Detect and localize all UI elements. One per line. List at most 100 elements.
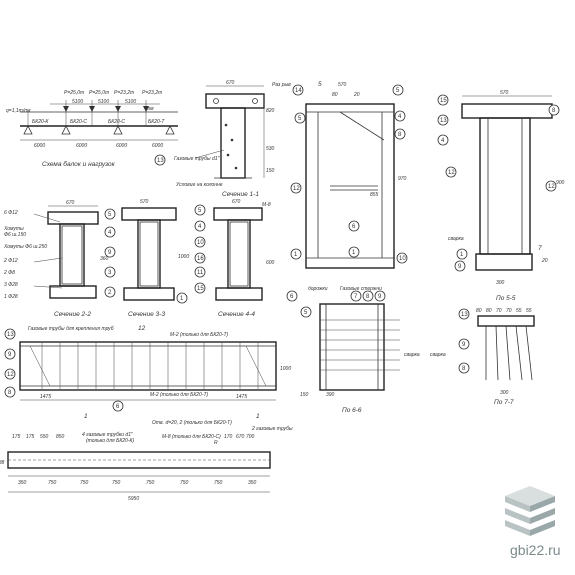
s66-note: сварка: [404, 352, 420, 358]
svg-text:8: 8: [366, 294, 370, 300]
load-p3: P=23,2т: [114, 90, 134, 96]
s55-width: 570: [500, 90, 509, 96]
logo-icon: [505, 486, 555, 536]
bb-r1: 170: [224, 434, 233, 440]
load-p1: P=25,0т: [64, 90, 84, 96]
s77-w: 300: [500, 390, 509, 396]
svg-text:9: 9: [458, 264, 462, 270]
beam-label-1: БК20-К: [32, 119, 49, 125]
load-d1: 5100: [72, 99, 83, 105]
svg-text:1: 1: [460, 252, 464, 258]
span-mid-note2: М-2 (только для БК20-Т): [150, 392, 209, 398]
bb-s6: 750: [180, 480, 189, 486]
span-w2: 1475: [236, 394, 247, 400]
sec22-l4: Хомуты Ф6 ш.250: [3, 244, 47, 250]
sec11-dim2: 530: [266, 146, 275, 152]
s55-wbot: 300: [496, 280, 505, 286]
s66-dim: 150: [300, 392, 309, 398]
section-7-7: 80 80 70 70 55 55 сварка 300 По 7-7 13 9…: [430, 308, 535, 406]
svg-text:9: 9: [8, 352, 12, 358]
sec22-l1: 6 Ф12: [4, 210, 18, 216]
bb-s1: 350: [18, 480, 27, 486]
load-scheme: P=25,0т P=25,0т P=23,2т P=23,2т q=1,1т/п…: [6, 90, 178, 168]
bb-note3: Отв. d=20, 2 (только для БК20-Т): [152, 420, 232, 426]
svg-text:1: 1: [294, 252, 298, 258]
bb-h: 288: [0, 460, 5, 466]
seg-3: 6000: [116, 143, 127, 149]
bb-s4: 750: [112, 480, 121, 486]
sec22-l6: 2 Ф8: [3, 270, 15, 276]
sv-h: 970: [398, 176, 407, 182]
bb-s3: 750: [80, 480, 89, 486]
sec33-h: 1000: [178, 254, 189, 260]
svg-text:4: 4: [198, 224, 202, 230]
sec11-note: Раз рыв: [272, 82, 291, 88]
sec22-l3: Ф6 ш.150: [4, 232, 26, 238]
svg-text:15: 15: [440, 98, 447, 104]
sec22-l7: 3 Ф28: [4, 282, 18, 288]
s55-h: 900: [556, 180, 565, 186]
bb-r: R: [214, 440, 218, 446]
svg-text:1: 1: [180, 296, 184, 302]
sv-note: дорожки: [308, 286, 328, 292]
watermark-text: gbi22.ru: [510, 542, 561, 558]
bb-note2: (только для БК20-К): [86, 438, 134, 444]
sec22-h: 360: [100, 256, 109, 262]
svg-text:8: 8: [398, 132, 402, 138]
svg-text:9: 9: [108, 250, 112, 256]
seg-4: 6000: [152, 143, 163, 149]
load-p2: P=25,0т: [89, 90, 109, 96]
bottom-beam: 175 175 550 850 4 газовые трубки d1" (то…: [0, 420, 293, 502]
sv-d2: 20: [353, 92, 360, 98]
s77-d6: 55: [526, 308, 532, 314]
load-scheme-title: Схема балок и нагрузок: [42, 160, 116, 168]
sec33-width: 570: [140, 199, 149, 205]
s77-d4: 70: [506, 308, 512, 314]
span-mid-note: М-2 (только для БК20-Т): [170, 332, 229, 338]
load-d3: 5100: [125, 99, 136, 105]
svg-text:5: 5: [198, 208, 202, 214]
sec11-dim1: 820: [266, 108, 275, 114]
beam-label-3: БК20-С: [108, 119, 125, 125]
sv-h2: 855: [370, 192, 379, 198]
sv-mark5: 5: [318, 81, 322, 88]
s55-dimc: 20: [541, 258, 548, 264]
section-3-3: 570 1000 Сечение 3-3 5 4 9 3 2 1: [104, 199, 189, 318]
s77-d3: 70: [496, 308, 502, 314]
s77-title: По 7-7: [494, 399, 514, 406]
svg-text:15: 15: [197, 286, 204, 292]
bb-note1: 4 газовые трубки d1": [82, 432, 133, 438]
span-top-note: Газовые трубы для крепления труб: [28, 326, 114, 332]
main-span: 1475 1475 Газовые трубы для крепления тр…: [4, 325, 291, 420]
sec33-title: Сечение 3-3: [128, 311, 165, 318]
svg-text:5: 5: [304, 310, 308, 316]
bb-r3: 700: [246, 434, 255, 440]
sec44-title: Сечение 4-4: [218, 311, 255, 318]
bb-note4: М-8 (только для БК20-С): [162, 434, 221, 440]
svg-text:9: 9: [462, 342, 466, 348]
seg-2: 6000: [76, 143, 87, 149]
svg-text:8: 8: [552, 108, 556, 114]
sec22-l2: Хомуты: [3, 226, 24, 232]
svg-text:5: 5: [396, 88, 400, 94]
sec11-width: 670: [226, 80, 235, 86]
sec44-width: 670: [232, 199, 241, 205]
sec22-l8: 1 Ф28: [4, 294, 18, 300]
section-4-4: 670 М-8 600 Сечение 4-4 5 4 10 16 11 15: [194, 199, 275, 318]
svg-text:5: 5: [298, 116, 302, 122]
bb-s7: 750: [214, 480, 223, 486]
svg-text:12: 12: [448, 170, 455, 176]
svg-text:10: 10: [197, 240, 204, 246]
sv-d1: 80: [332, 92, 338, 98]
bb-s8: 350: [248, 480, 257, 486]
svg-text:8: 8: [462, 366, 466, 372]
svg-text:4: 4: [108, 230, 112, 236]
sec22-l5: 2 Ф12: [3, 258, 18, 264]
beam-label-4: БК20-Т: [148, 119, 165, 125]
bb-s2: 750: [48, 480, 57, 486]
section-5-5: 570 300 900 сварка 7 20 По 5-5 15 13 4 1…: [437, 90, 565, 302]
span-a2: 1: [256, 413, 260, 420]
svg-text:7: 7: [354, 294, 358, 300]
svg-text:16: 16: [197, 256, 204, 262]
